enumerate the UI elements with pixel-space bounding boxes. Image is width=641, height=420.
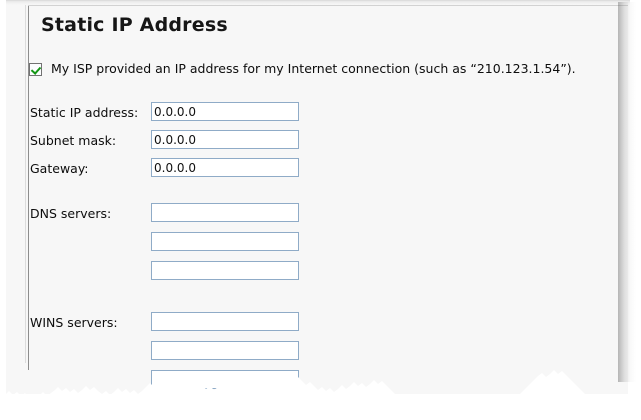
label-wins-servers: WINS servers: — [30, 315, 118, 330]
isp-checkbox-row[interactable]: My ISP provided an IP address for my Int… — [29, 61, 576, 77]
input-dns-server-2[interactable] — [151, 232, 299, 251]
label-dns-servers: DNS servers: — [30, 206, 112, 221]
panel-inner-rule — [28, 5, 29, 370]
input-dns-server-3[interactable] — [151, 261, 299, 280]
panel-inner-top-rule — [28, 5, 628, 6]
label-static-ip-address: Static IP address: — [30, 105, 139, 120]
input-static-ip-address[interactable] — [151, 102, 299, 121]
input-wins-server-3[interactable] — [151, 370, 299, 389]
panel-inner-light-rule — [25, 5, 26, 363]
input-subnet-mask[interactable] — [151, 130, 299, 149]
input-gateway[interactable] — [151, 158, 299, 177]
isp-checkbox-label: My ISP provided an IP address for my Int… — [51, 61, 576, 76]
input-wins-server-1[interactable] — [151, 312, 299, 331]
input-wins-server-2[interactable] — [151, 341, 299, 360]
input-dns-server-1[interactable] — [151, 203, 299, 222]
page-title: Static IP Address — [41, 14, 228, 36]
label-gateway: Gateway: — [30, 161, 89, 176]
checkbox-checked-icon[interactable] — [29, 63, 42, 76]
static-ip-panel: Static IP Address My ISP provided an IP … — [6, 2, 628, 394]
label-subnet-mask: Subnet mask: — [30, 133, 117, 148]
